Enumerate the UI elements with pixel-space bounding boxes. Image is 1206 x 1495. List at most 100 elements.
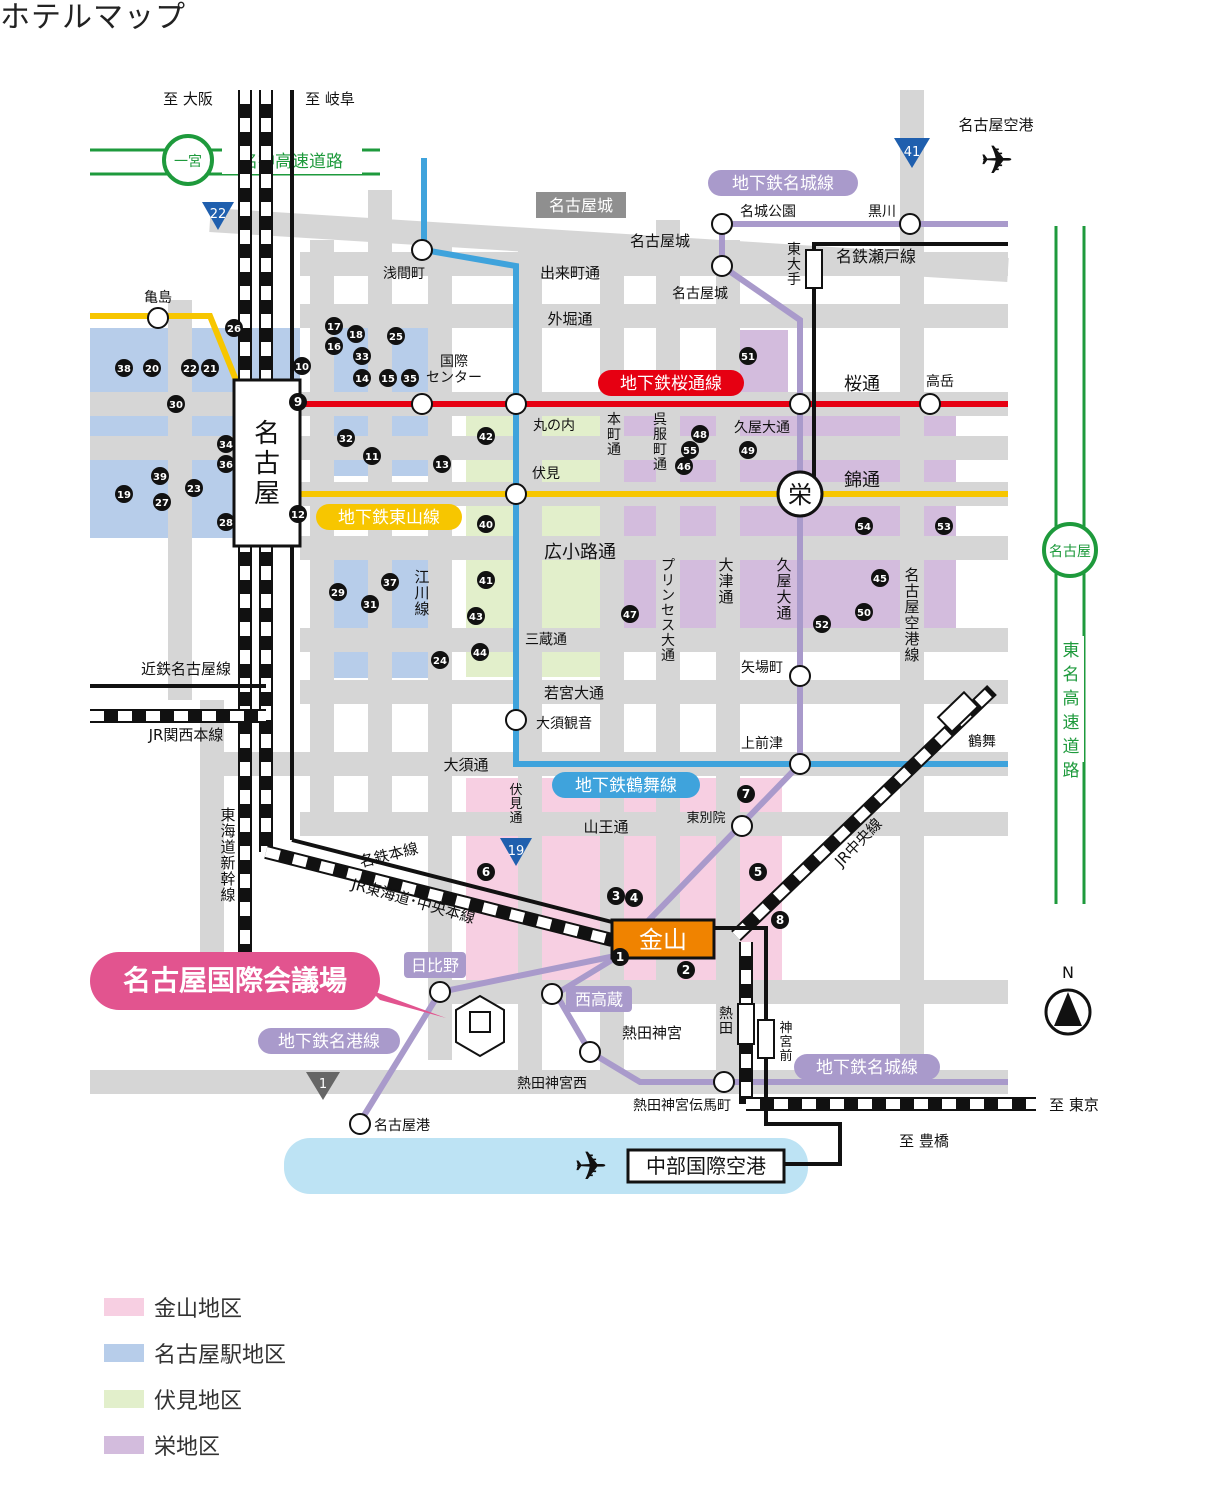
hotel-marker-number: 36	[219, 460, 233, 471]
map-label: 東大手	[787, 242, 801, 288]
map-label: 若宮大通	[544, 684, 604, 702]
venue-pointer	[370, 990, 446, 1018]
higashiyama-line	[90, 313, 239, 382]
castle-badge	[536, 192, 626, 218]
hotel-marker-number: 4	[630, 891, 638, 905]
hotel-marker: 3	[607, 887, 625, 905]
hotel-marker-dot	[353, 347, 371, 365]
hotel-marker-number: 46	[677, 462, 691, 473]
legend-label: 名古屋駅地区	[154, 1343, 287, 1368]
svg-text:古: 古	[254, 449, 280, 479]
hotel-marker-dot	[217, 513, 235, 531]
higashiyama-badge	[316, 504, 462, 530]
hotel-marker-number: 28	[219, 518, 233, 529]
hotel-marker-dot	[737, 785, 755, 803]
hotel-marker: 20	[143, 359, 161, 377]
hotel-marker-dot	[329, 583, 347, 601]
map-label: 至 東京	[1049, 1096, 1099, 1114]
nagoya-station	[232, 378, 302, 548]
hotel-marker: 24	[431, 651, 449, 669]
hotel-marker-number: 21	[203, 364, 217, 375]
hotel-marker: 36	[217, 455, 235, 473]
legend-swatch-sakae	[104, 1436, 144, 1454]
hotel-marker: 48	[691, 425, 709, 443]
hotel-marker: 4	[625, 889, 643, 907]
hotel-marker-dot	[431, 651, 449, 669]
hotel-marker: 38	[115, 359, 133, 377]
hotel-marker-number: 2	[682, 963, 690, 977]
map-label: 熱田	[719, 1006, 733, 1037]
hotel-marker-number: 38	[117, 364, 131, 375]
hotel-marker-dot	[871, 569, 889, 587]
hotel-marker-number: 27	[155, 498, 169, 509]
hotel-marker-number: 45	[873, 574, 887, 585]
hotel-marker-dot	[289, 505, 307, 523]
map-label: 東別院	[686, 810, 725, 826]
meijo-badge-top-label: 地下鉄名城線	[732, 174, 834, 194]
meitetsu-seto-line	[812, 242, 1008, 494]
sakae-station	[776, 470, 824, 518]
hotel-marker-number: 8	[776, 913, 784, 927]
map-label: 丸の内	[533, 418, 575, 434]
svg-text:屋: 屋	[254, 479, 280, 509]
hotel-marker-dot	[151, 467, 169, 485]
legend-item: 栄地区	[104, 1422, 286, 1468]
hotel-marker-dot	[607, 887, 625, 905]
meijo-badge-bottom-label: 地下鉄名城線	[816, 1058, 918, 1078]
map-label: 江川線	[414, 568, 429, 618]
hotel-marker-number: 35	[403, 374, 417, 385]
hotel-marker: 2	[677, 961, 695, 979]
tsurumai-badge-label: 地下鉄鶴舞線	[575, 776, 677, 796]
hotel-marker-number: 41	[479, 576, 493, 587]
sakuradori-badge-label: 地下鉄桜通線	[620, 374, 722, 394]
map-label: 名古屋空港線	[904, 566, 919, 664]
hotel-marker: 39	[151, 467, 169, 485]
hotel-marker-number: 51	[741, 352, 755, 363]
compass-arrow	[1054, 992, 1082, 1026]
hotel-marker-dot	[477, 515, 495, 533]
hotel-marker: 44	[471, 643, 489, 661]
hotel-marker: 31	[361, 595, 379, 613]
svg-text:19: 19	[508, 844, 525, 859]
svg-text:22: 22	[210, 207, 227, 222]
sakuradori-badge	[598, 370, 744, 396]
svg-text:東: 東	[1063, 641, 1080, 661]
map-label: 至 岐阜	[305, 90, 355, 108]
legend-label: 栄地区	[154, 1435, 221, 1460]
hotel-marker: 16	[325, 337, 343, 355]
subway-stations	[147, 213, 941, 1135]
hotel-marker-number: 12	[291, 510, 305, 521]
higashiyama-badge-label: 地下鉄東山線	[338, 508, 440, 528]
hotel-marker: 45	[871, 569, 889, 587]
meiko-badge	[258, 1028, 400, 1054]
hotel-marker: 49	[739, 441, 757, 459]
hotel-marker-number: 3	[612, 889, 620, 903]
hotel-marker: 22	[181, 359, 199, 377]
hotel-marker: 46	[675, 457, 693, 475]
hotel-marker-dot	[433, 455, 451, 473]
map-label: 桜通	[844, 374, 880, 395]
hotel-marker-dot	[217, 455, 235, 473]
hotel-marker-dot	[347, 325, 365, 343]
hotel-marker-dot	[681, 441, 699, 459]
hotel-marker: 54	[855, 517, 873, 535]
tomei-label-bg	[1058, 636, 1084, 762]
hotel-marker-dot	[625, 889, 643, 907]
hotel-marker-number: 37	[383, 578, 397, 589]
hotel-marker-number: 6	[482, 865, 490, 879]
map-label: 神宮前	[779, 1021, 792, 1064]
hotel-marker-number: 11	[365, 452, 379, 463]
hotel-marker-dot	[289, 393, 307, 411]
hotel-marker-dot	[621, 605, 639, 623]
hotel-marker: 32	[337, 429, 355, 447]
hotel-marker-number: 44	[473, 648, 487, 659]
map-label: 久屋大通	[734, 420, 790, 436]
hotel-marker-dot	[381, 573, 399, 591]
kanayama-station-label: 金山	[639, 926, 687, 954]
map-label: 近鉄名古屋線	[141, 660, 231, 678]
map-label: JR関西本線	[148, 726, 224, 744]
hotel-marker-dot	[379, 369, 397, 387]
svg-text:名: 名	[254, 419, 280, 449]
map-label: 東海道新幹線	[220, 806, 235, 904]
